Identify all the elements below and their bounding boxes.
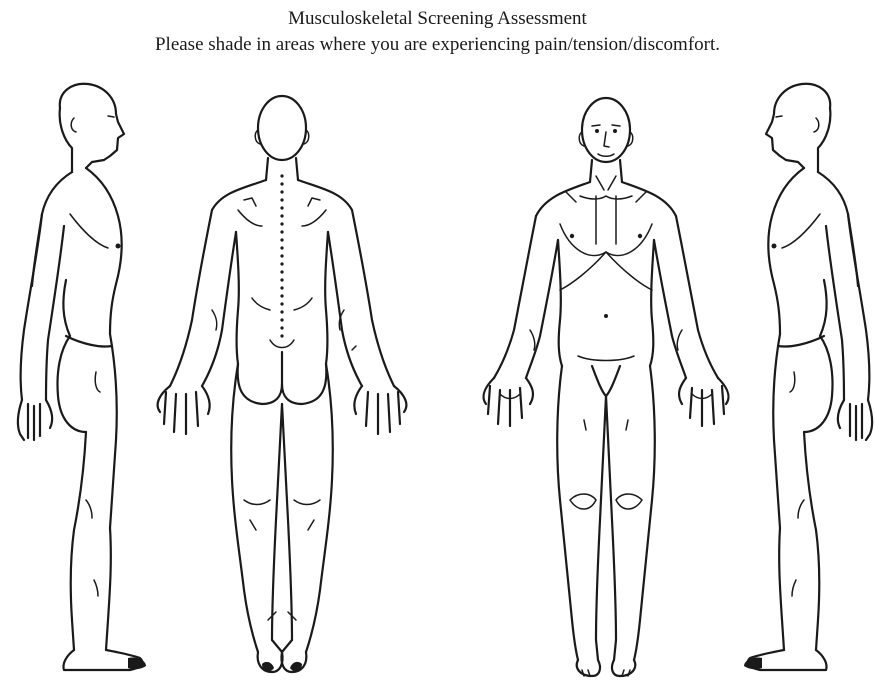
body-front-view-icon[interactable] [484, 98, 729, 676]
body-back-view-icon[interactable] [158, 96, 407, 672]
body-left-side-view-icon[interactable] [18, 84, 146, 670]
body-right-side-view-icon[interactable] [744, 84, 872, 670]
spine-dots-icon [280, 174, 283, 337]
